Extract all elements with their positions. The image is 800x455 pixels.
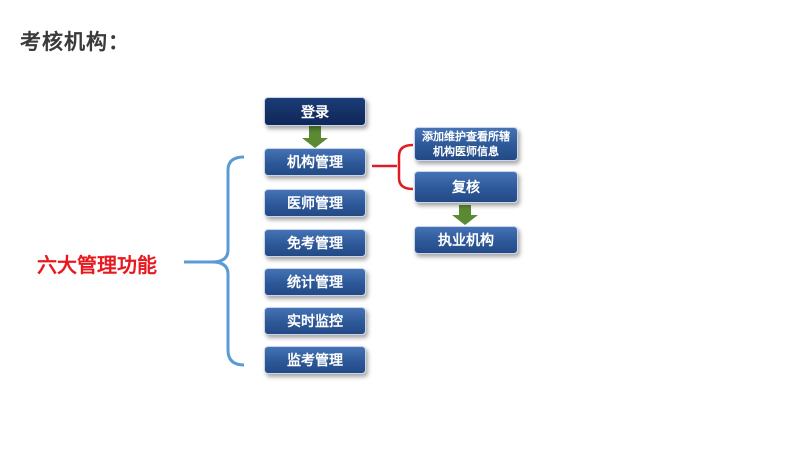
branch-connector [372, 143, 414, 191]
arrow-down-icon [452, 205, 478, 225]
function-box-doctor-management: 医师管理 [264, 189, 366, 217]
function-box-proctor-management: 监考管理 [264, 346, 366, 374]
function-box-org-management: 机构管理 [264, 148, 366, 176]
function-box-realtime-monitoring: 实时监控 [264, 307, 366, 335]
function-box-statistics-management: 统计管理 [264, 268, 366, 296]
practice-institution-box: 执业机构 [414, 226, 518, 254]
six-functions-label: 六大管理功能 [37, 253, 157, 277]
function-box-exemption-management: 免考管理 [264, 229, 366, 257]
brace-connector [211, 155, 245, 367]
arrow-down-icon [302, 126, 328, 148]
branch-box-maintain-info: 添加维护查看所辖机构医师信息 [414, 127, 518, 161]
page-title: 考核机构： [20, 30, 130, 54]
login-box: 登录 [264, 97, 366, 126]
review-box: 复核 [414, 171, 518, 203]
